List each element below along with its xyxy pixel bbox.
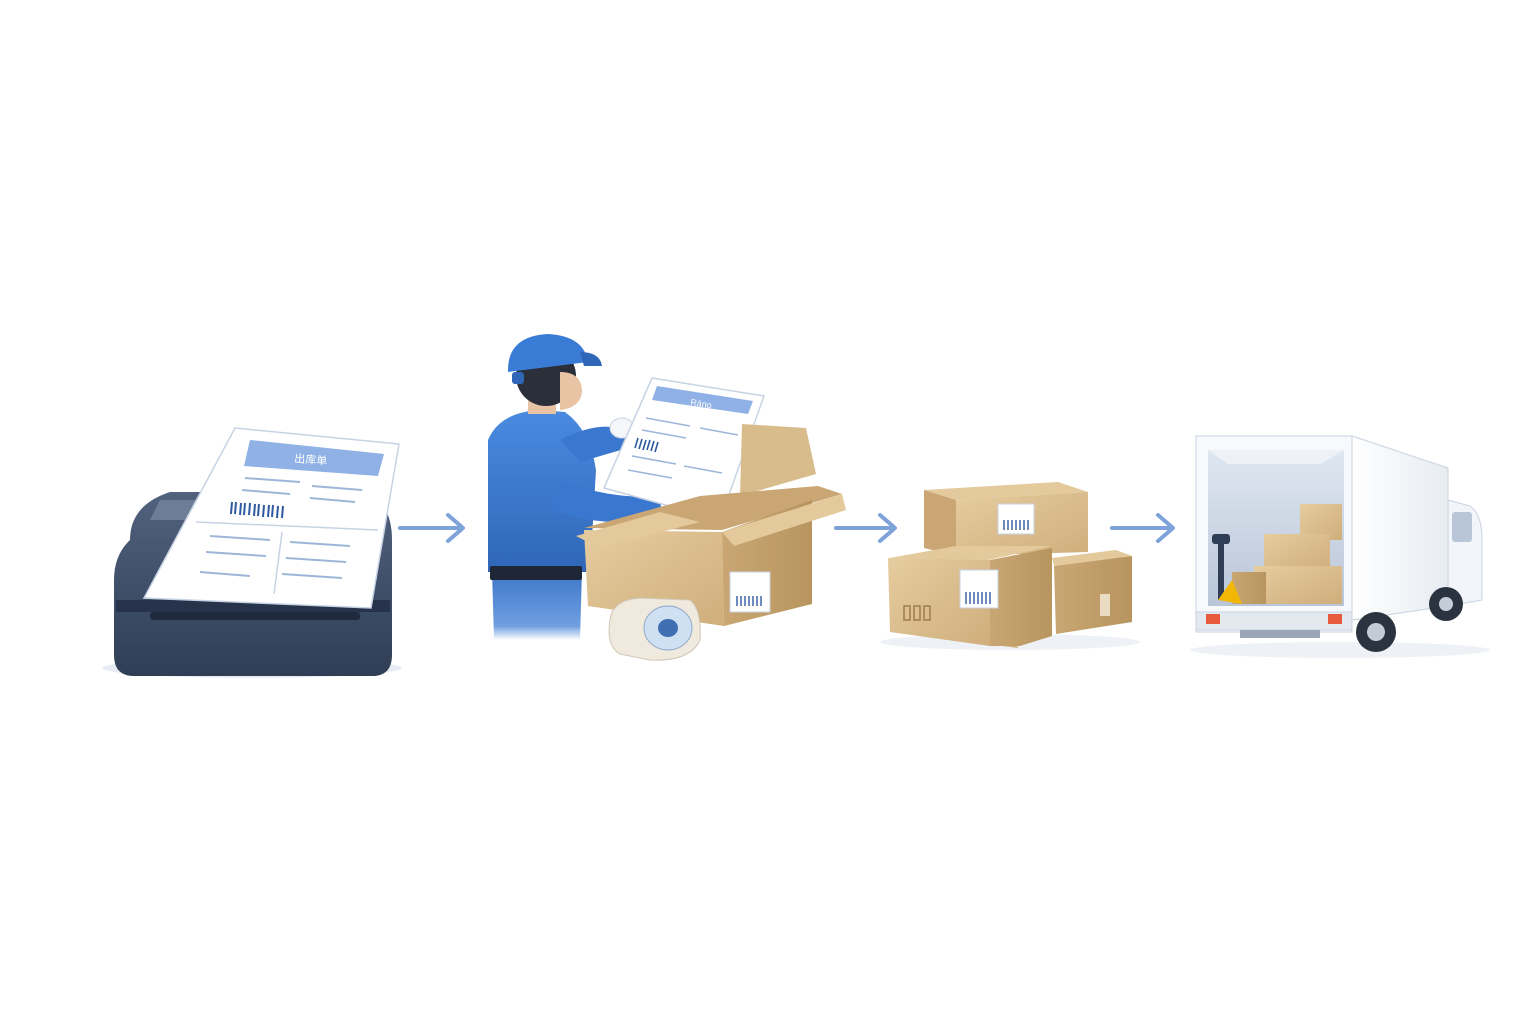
- top-box: [924, 482, 1088, 556]
- printer-icon: 出库单: [102, 427, 402, 678]
- arrow-right-icon: [398, 513, 465, 543]
- document-title: 出库单: [294, 451, 328, 468]
- tape-dispenser-icon: [608, 597, 701, 661]
- bottom-right-box: [1052, 550, 1132, 634]
- arrow-right-icon: [1110, 513, 1175, 543]
- bottom-left-box: [888, 546, 1052, 648]
- printed-document: 出库单: [142, 427, 400, 609]
- arrow-right-icon: [834, 513, 897, 543]
- sheet-title: Ráno: [690, 397, 713, 410]
- box-stack-icon: [880, 482, 1140, 650]
- barcode: [230, 501, 284, 519]
- truck-icon: [1190, 435, 1490, 658]
- worker-icon: [488, 334, 703, 640]
- held-document: Ráno: [602, 377, 766, 521]
